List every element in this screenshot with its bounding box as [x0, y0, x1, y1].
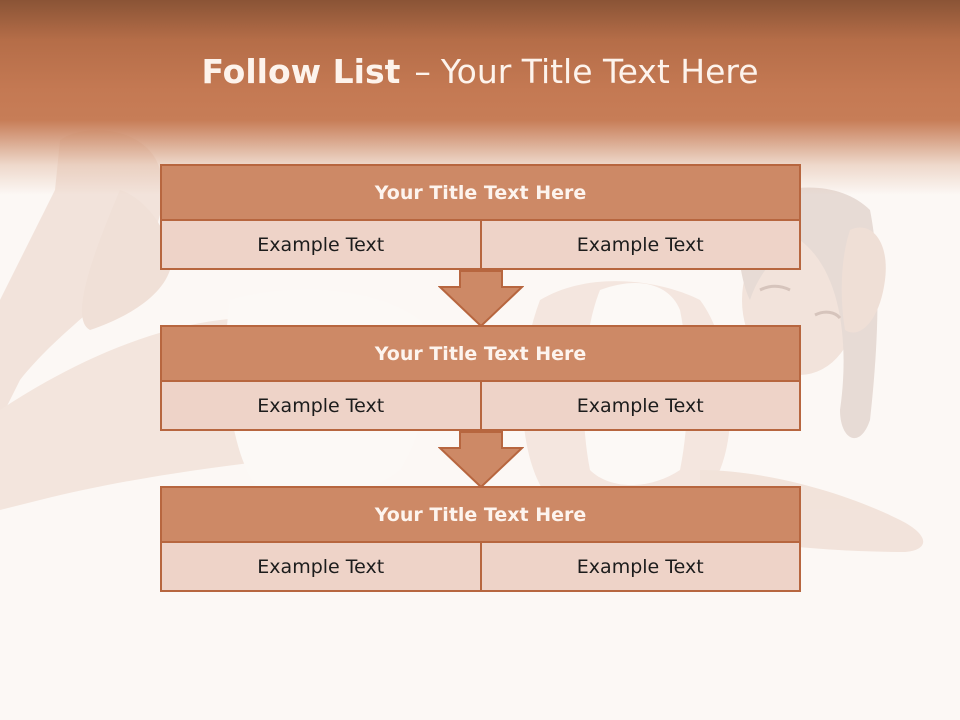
list-block-3: Your Title Text Here Example Text Exampl…: [160, 486, 801, 592]
slide-title-dash: –: [414, 52, 431, 91]
down-arrow-icon: [438, 270, 524, 328]
slide-title-rest: Your Title Text Here: [440, 52, 759, 91]
block-row: Example Text Example Text: [160, 221, 801, 270]
block-row: Example Text Example Text: [160, 543, 801, 592]
block-cell-right: Example Text: [481, 221, 801, 270]
block-title: Your Title Text Here: [160, 164, 801, 221]
slide-title: Follow List–Your Title Text Here: [0, 52, 960, 91]
header-band: [0, 0, 960, 195]
block-title: Your Title Text Here: [160, 325, 801, 382]
slide-title-bold: Follow List: [201, 52, 401, 91]
block-cell-right: Example Text: [481, 382, 801, 431]
block-title: Your Title Text Here: [160, 486, 801, 543]
block-cell-left: Example Text: [160, 221, 482, 270]
block-cell-left: Example Text: [160, 543, 482, 592]
block-cell-right: Example Text: [481, 543, 801, 592]
down-arrow-icon: [438, 431, 524, 489]
list-block-2: Your Title Text Here Example Text Exampl…: [160, 325, 801, 431]
block-cell-left: Example Text: [160, 382, 482, 431]
block-row: Example Text Example Text: [160, 382, 801, 431]
list-block-1: Your Title Text Here Example Text Exampl…: [160, 164, 801, 270]
